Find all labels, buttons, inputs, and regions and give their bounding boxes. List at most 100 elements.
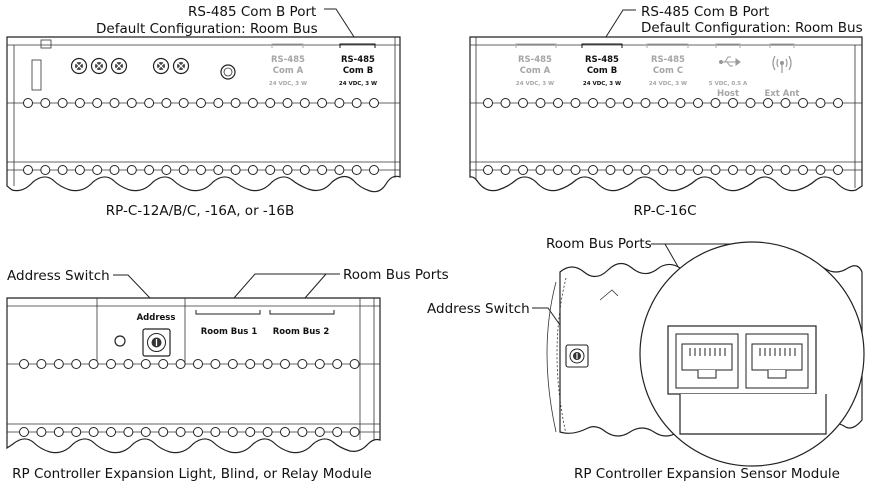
terminal-pin: [299, 165, 310, 175]
terminal-pin: [175, 427, 186, 437]
terminal-pin: [500, 165, 511, 175]
terminal-pin: [106, 427, 116, 437]
top-pin-row: [19, 359, 360, 369]
terminal-pin: [763, 165, 773, 175]
address-switch-callout: Address Switch: [7, 268, 110, 284]
antenna-icon: [772, 55, 792, 73]
bottom-pin-row: [23, 165, 379, 175]
terminal-pin: [109, 98, 120, 108]
terminal-pin: [640, 98, 651, 108]
ports-leader-line: [233, 273, 340, 299]
terminal-pin: [297, 427, 308, 437]
terminal-pin: [351, 165, 362, 175]
com-a-sublabel: Com A: [520, 66, 551, 76]
terminal-pin: [351, 98, 362, 108]
terminal-pin: [40, 98, 51, 108]
terminal-pin: [265, 98, 276, 108]
terminal-pin: [23, 165, 33, 175]
terminal-pin: [109, 165, 120, 175]
terminal-pin: [369, 98, 379, 108]
com-b-bracket: [339, 43, 376, 48]
terminal-pin: [314, 427, 325, 437]
caption-sensor-module: RP Controller Expansion Sensor Module: [574, 466, 840, 482]
com-a-power: 24 VDC, 3 W: [269, 81, 307, 87]
terminal-pin: [74, 98, 85, 108]
terminal-pin: [763, 98, 773, 108]
com-b-callout-line1: RS-485 Com B Port: [641, 4, 769, 20]
terminal-pin: [230, 165, 241, 175]
terminal-pin: [334, 165, 345, 175]
com-b-label: RS-485: [341, 55, 375, 65]
terminal-pin: [158, 359, 169, 369]
terminal-pin: [53, 359, 64, 369]
terminal-pin: [92, 98, 103, 108]
com-b-sublabel: Com B: [587, 66, 617, 76]
ext-ant-label: Ext Ant: [764, 89, 799, 99]
address-label: Address: [137, 313, 176, 323]
rj45-jack-icon[interactable]: [745, 333, 809, 389]
panel-sensor-module: Room Bus Ports Address Switch: [427, 236, 865, 482]
com-b-power: 24 VDC, 3 W: [583, 81, 621, 87]
screw-terminal-icon: [70, 57, 190, 75]
controller-housing: [6, 36, 401, 193]
terminal-pin: [262, 427, 273, 437]
terminal-pin: [483, 165, 493, 175]
terminal-pin: [175, 359, 186, 369]
room-bus-1-label: Room Bus 1: [201, 327, 258, 337]
rotary-switch-icon[interactable]: [142, 328, 171, 357]
terminal-pin: [317, 98, 328, 108]
rj45-jack-icon[interactable]: [675, 333, 739, 389]
com-a-power: 24 VDC, 3 W: [516, 81, 554, 87]
terminal-pin: [193, 427, 203, 437]
terminal-pin: [728, 98, 738, 108]
host-power: 5 VDC, 0.5 A: [709, 81, 748, 87]
terminal-pin: [88, 359, 99, 369]
terminal-pin: [317, 165, 328, 175]
terminal-pin: [144, 98, 155, 108]
com-a-label: RS-485: [518, 55, 552, 65]
terminal-pin: [570, 98, 581, 108]
terminal-pin: [92, 165, 103, 175]
terminal-pin: [158, 427, 169, 437]
terminal-pin: [833, 165, 843, 175]
terminal-pin: [588, 165, 598, 175]
terminal-pin: [213, 98, 224, 108]
terminal-pin: [815, 98, 826, 108]
sensor-mount-bracket: [679, 394, 827, 435]
terminal-pin: [106, 359, 116, 369]
terminal-pin: [815, 165, 826, 175]
terminal-pin: [745, 165, 756, 175]
terminal-pin: [798, 98, 808, 108]
terminal-pin: [369, 165, 379, 175]
room-bus-ports-callout: Room Bus Ports: [546, 236, 652, 252]
terminal-pin: [349, 427, 360, 437]
side-tab: [31, 59, 42, 91]
terminal-pin: [535, 98, 546, 108]
terminal-pin: [780, 98, 791, 108]
rotary-switch-icon[interactable]: [565, 344, 589, 368]
terminal-pin: [693, 98, 703, 108]
terminal-pin: [570, 165, 581, 175]
bottom-pin-row: [483, 165, 843, 175]
panel-controller-12-16: RS-485 Com B Port Default Configuration:…: [6, 4, 401, 219]
terminal-pin: [123, 427, 134, 437]
com-c-sublabel: Com C: [653, 66, 683, 76]
terminal-pin: [230, 98, 241, 108]
status-led-icon: [220, 64, 236, 80]
room-bus-2-label: Room Bus 2: [273, 327, 330, 337]
terminal-pin: [483, 98, 493, 108]
com-b-power: 24 VDC, 3 W: [339, 81, 377, 87]
terminal-pin: [745, 98, 756, 108]
terminal-pin: [57, 98, 68, 108]
terminal-pin: [623, 98, 633, 108]
terminal-pin: [535, 165, 546, 175]
terminal-pin: [210, 359, 221, 369]
terminal-pin: [123, 359, 134, 369]
panel-expansion-module: Address Switch Room Bus Ports Address Ro…: [6, 267, 449, 482]
terminal-pin: [282, 98, 293, 108]
terminal-pin: [693, 165, 703, 175]
com-a-sublabel: Com A: [273, 66, 304, 76]
com-b-callout-line1: RS-485 Com B Port: [188, 4, 316, 20]
terminal-pin: [88, 427, 99, 437]
